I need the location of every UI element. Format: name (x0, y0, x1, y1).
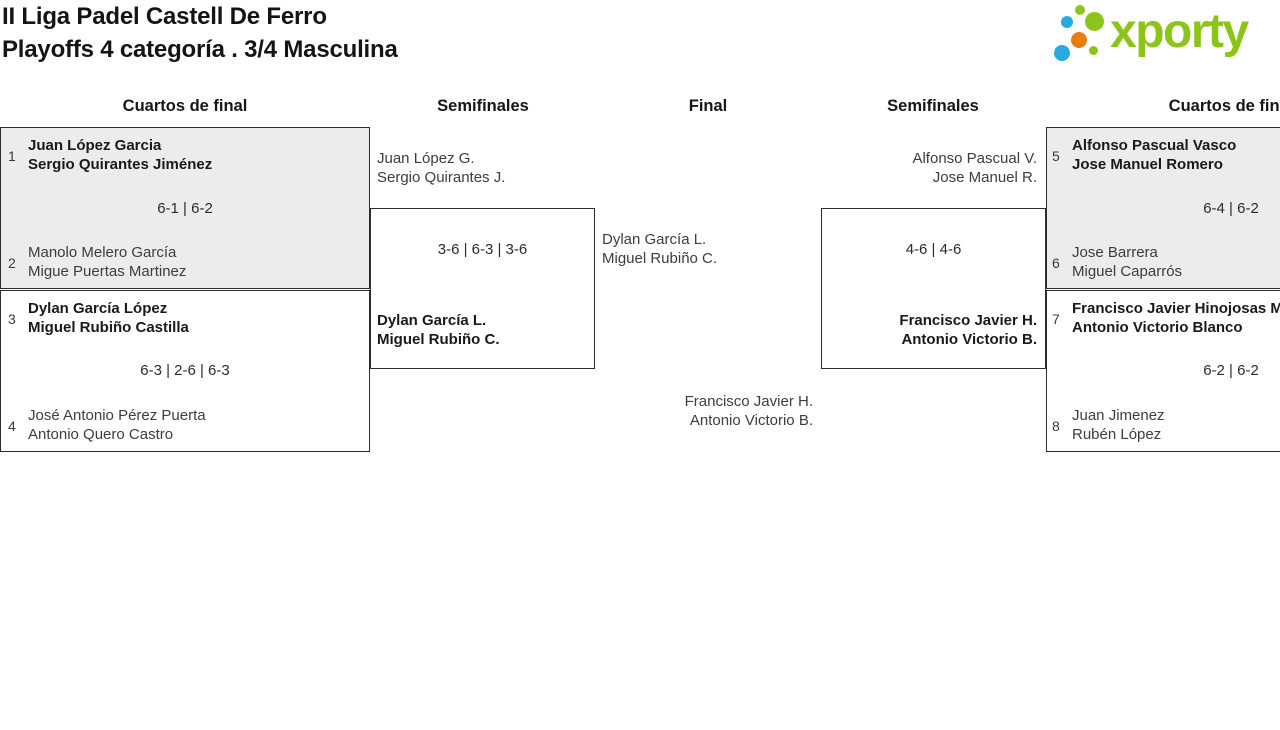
player-line: Dylan García L. (602, 231, 707, 248)
player-line: Antonio Quero Castro (28, 426, 174, 443)
match-score: 3-6 | 6-3 | 3-6 (437, 241, 528, 258)
team-francisco-javier-antonio-victorio-sf: Francisco Javier H. Antonio Victorio B. (830, 311, 1037, 349)
team-alfonso-pascual-jose-manuel-sf: Alfonso Pascual V. Jose Manuel R. (830, 149, 1037, 187)
player-line: Francisco Javier Hinojosas M (1072, 300, 1280, 317)
round-header-sf-left: Semifinales (437, 97, 529, 115)
player-line: Miguel Caparrós (1072, 263, 1183, 280)
xporty-logo[interactable] (1040, 0, 1280, 72)
player-line: Antonio Victorio Blanco (1072, 319, 1243, 336)
player-line: Dylan García López (28, 300, 168, 317)
player-line: Jose Barrera (1072, 244, 1158, 261)
seed-number: 6 (1052, 255, 1060, 271)
match-box-qf-left-1 (0, 127, 370, 289)
seed-number: 3 (8, 311, 16, 327)
match-score: 6-3 | 2-6 | 6-3 (140, 362, 230, 379)
player-line: Alfonso Pascual Vasco (1072, 137, 1237, 154)
match-box-qf-left-2 (0, 290, 370, 452)
round-header-qf-left: Cuartos de final (122, 97, 248, 115)
seed-number: 5 (1052, 148, 1060, 164)
team-jose-antonio-perez-antonio-quero: José Antonio Pérez Puerta Antonio Quero … (28, 406, 206, 444)
match-box-sf-right (821, 208, 1046, 369)
player-line: Miguel Rubiño C. (377, 331, 500, 348)
team-dylan-garcia-miguel-rubino-sf: Dylan García L. Miguel Rubiño C. (377, 311, 499, 349)
player-line: Miguel Rubiño C. (602, 250, 718, 267)
seed-number: 2 (8, 255, 16, 271)
team-juan-jimenez-ruben-lopez: Juan Jimenez Rubén López (1072, 406, 1165, 444)
player-line: José Antonio Pérez Puerta (28, 407, 206, 424)
player-line: Migue Puertas Martinez (28, 263, 187, 280)
team-manolo-melero-migue-puertas: Manolo Melero García Migue Puertas Marti… (28, 243, 186, 281)
player-line: Sergio Quirantes Jiménez (28, 156, 213, 173)
match-box-qf-right-2 (1046, 290, 1280, 452)
logo-dot-green-large-icon (1085, 12, 1104, 31)
seed-number: 7 (1052, 311, 1060, 327)
player-line: Jose Manuel R. (932, 169, 1037, 186)
logo-dot-orange-icon (1071, 32, 1087, 48)
player-line: Alfonso Pascual V. (912, 150, 1037, 167)
logo-dot-green-tiny-icon (1089, 46, 1098, 55)
xporty-wordmark: xporty (1110, 5, 1249, 58)
match-score: 6-1 | 6-2 (157, 200, 213, 217)
player-line: Sergio Quirantes J. (377, 169, 506, 186)
player-line: Antonio Victorio B. (901, 331, 1037, 348)
round-header-qf-right: Cuartos de final (1168, 97, 1280, 115)
team-alfonso-pascual-jose-manuel: Alfonso Pascual Vasco Jose Manuel Romero (1072, 136, 1236, 174)
match-score: 6-2 | 6-2 (1203, 362, 1259, 379)
match-box-sf-left (370, 208, 595, 369)
round-header-final: Final (688, 97, 728, 115)
player-line: Dylan García L. (377, 312, 487, 329)
player-line: Jose Manuel Romero (1072, 156, 1223, 173)
seed-number: 4 (8, 418, 16, 434)
team-francisco-javier-antonio-victorio-final: Francisco Javier H. Antonio Victorio B. (595, 392, 813, 430)
seed-number: 8 (1052, 418, 1060, 434)
logo-dot-blue-large-icon (1054, 45, 1070, 61)
team-juan-lopez-sergio-quirantes-sf: Juan López G. Sergio Quirantes J. (377, 149, 505, 187)
player-line: Miguel Rubiño Castilla (28, 319, 189, 336)
match-score: 4-6 | 4-6 (905, 241, 962, 258)
player-line: Antonio Victorio B. (689, 412, 813, 429)
page-title-line2: Playoffs 4 categoría . 3/4 Masculina (2, 36, 398, 63)
team-dylan-garcia-miguel-rubino-final: Dylan García L. Miguel Rubiño C. (602, 230, 717, 268)
player-line: Rubén López (1072, 426, 1162, 443)
round-header-sf-right: Semifinales (887, 97, 979, 115)
team-juan-lopez-sergio-quirantes: Juan López Garcia Sergio Quirantes Jimén… (28, 136, 212, 174)
match-box-qf-right-1 (1046, 127, 1280, 289)
player-line: Juan Jimenez (1072, 407, 1165, 424)
player-line: Francisco Javier H. (899, 312, 1037, 329)
player-line: Juan López G. (377, 150, 475, 167)
team-jose-barrera-miguel-caparros: Jose Barrera Miguel Caparrós (1072, 243, 1182, 281)
page-title-line1: II Liga Padel Castell De Ferro (2, 3, 327, 30)
match-score: 6-4 | 6-2 (1203, 200, 1259, 217)
player-line: Manolo Melero García (28, 244, 177, 261)
team-dylan-garcia-miguel-rubino: Dylan García López Miguel Rubiño Castill… (28, 299, 189, 337)
player-line: Juan López Garcia (28, 137, 162, 154)
logo-dot-green-small-icon (1075, 5, 1085, 15)
logo-dot-blue-small-icon (1061, 16, 1073, 28)
player-line: Francisco Javier H. (684, 393, 813, 410)
team-francisco-javier-antonio-victorio: Francisco Javier Hinojosas M Antonio Vic… (1072, 299, 1280, 337)
seed-number: 1 (8, 148, 16, 164)
